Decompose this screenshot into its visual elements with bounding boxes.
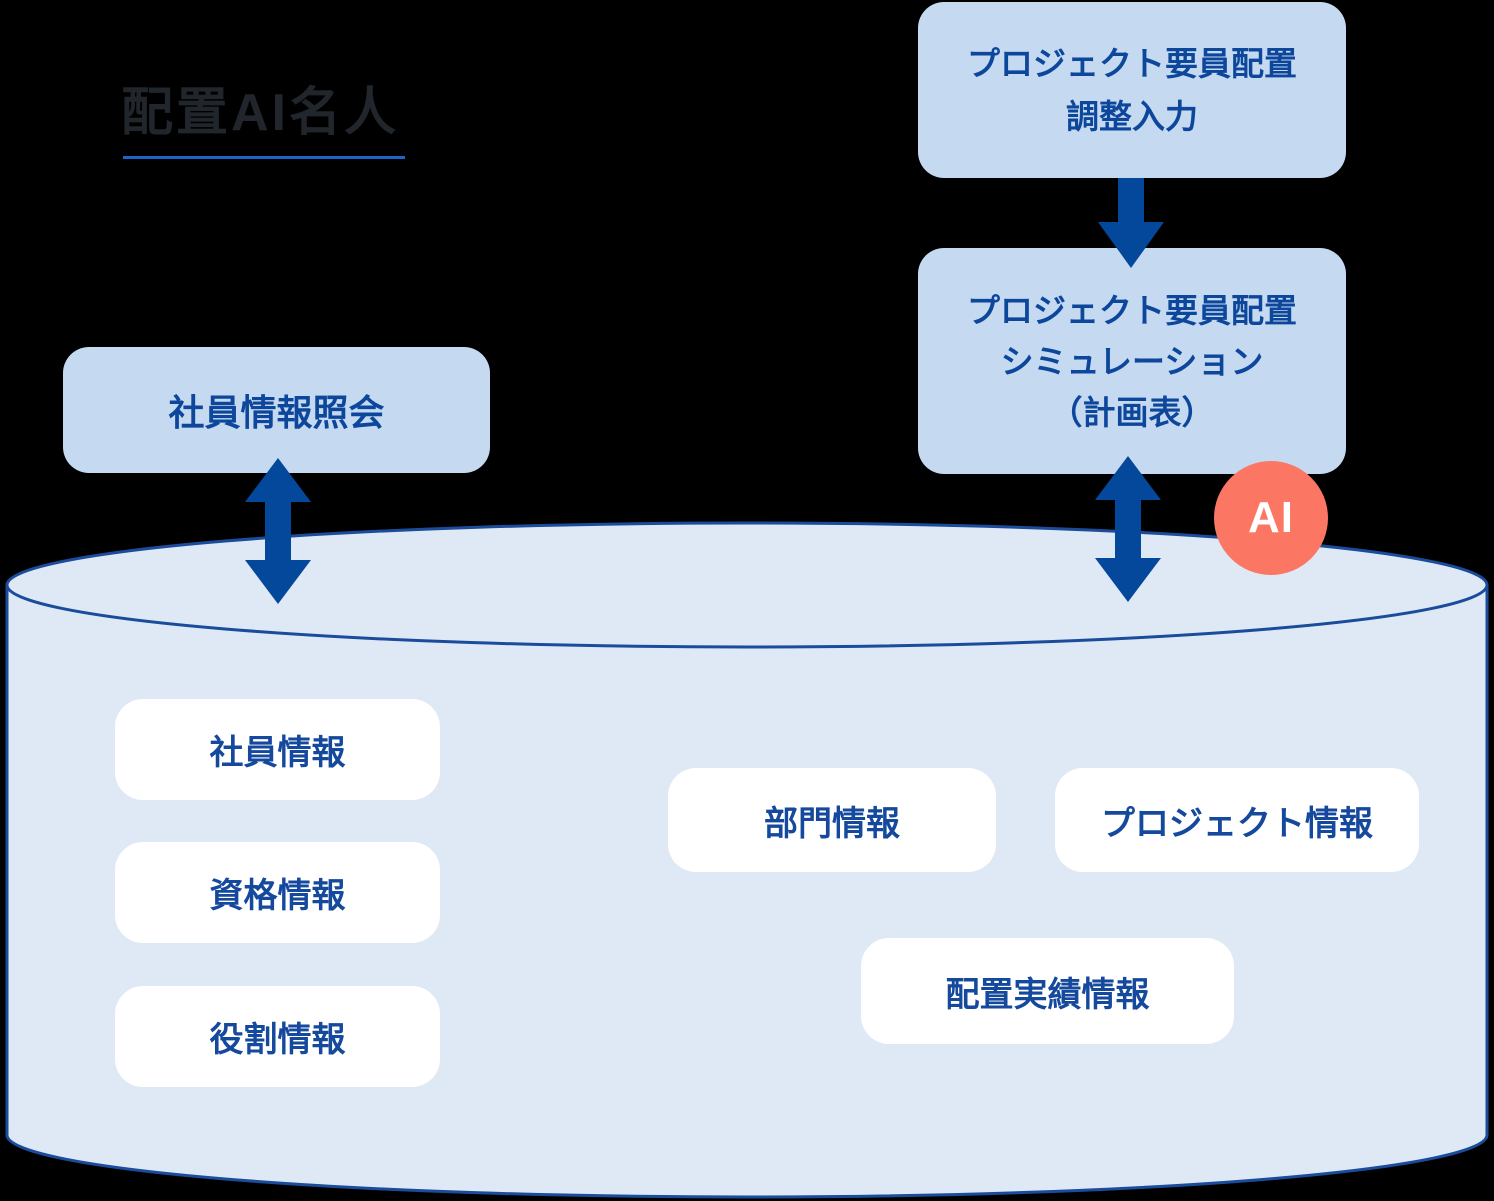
employee-lookup-box: 社員情報照会 xyxy=(63,347,490,473)
simulation-label-line2: シミュレーション xyxy=(1000,342,1264,380)
database-cylinder-rim xyxy=(5,584,1489,649)
db-table-chip-department: 部門情報 xyxy=(668,768,996,872)
ai-badge-label: AI xyxy=(1248,493,1294,542)
title-underline xyxy=(123,156,405,159)
db-table-label: 配置実績情報 xyxy=(945,975,1150,1014)
db-table-chip-role: 役割情報 xyxy=(115,986,440,1087)
simulation-box: プロジェクト要員配置 シミュレーション （計画表） xyxy=(918,248,1346,474)
adjust-input-box: プロジェクト要員配置 調整入力 xyxy=(918,2,1346,178)
db-table-label: 資格情報 xyxy=(209,877,346,915)
db-table-chip-assignment-history: 配置実績情報 xyxy=(861,938,1234,1044)
ai-badge: AI xyxy=(1214,461,1328,575)
db-table-chip-employee: 社員情報 xyxy=(115,699,440,800)
db-table-label: 社員情報 xyxy=(209,734,346,772)
db-table-label: プロジェクト情報 xyxy=(1101,804,1373,843)
db-table-chip-qualification: 資格情報 xyxy=(115,842,440,943)
db-table-label: 部門情報 xyxy=(764,804,900,843)
simulation-label-line3: （計画表） xyxy=(1049,393,1215,431)
db-table-label: 役割情報 xyxy=(209,1021,346,1059)
adjust-input-label-line1: プロジェクト要員配置 xyxy=(967,45,1297,82)
adjust-input-label-line2: 調整入力 xyxy=(1066,98,1198,135)
simulation-label-line1: プロジェクト要員配置 xyxy=(967,291,1297,329)
employee-lookup-label: 社員情報照会 xyxy=(168,392,385,433)
db-table-chip-project: プロジェクト情報 xyxy=(1055,768,1419,872)
page-title: 配置AI名人 xyxy=(121,84,400,142)
